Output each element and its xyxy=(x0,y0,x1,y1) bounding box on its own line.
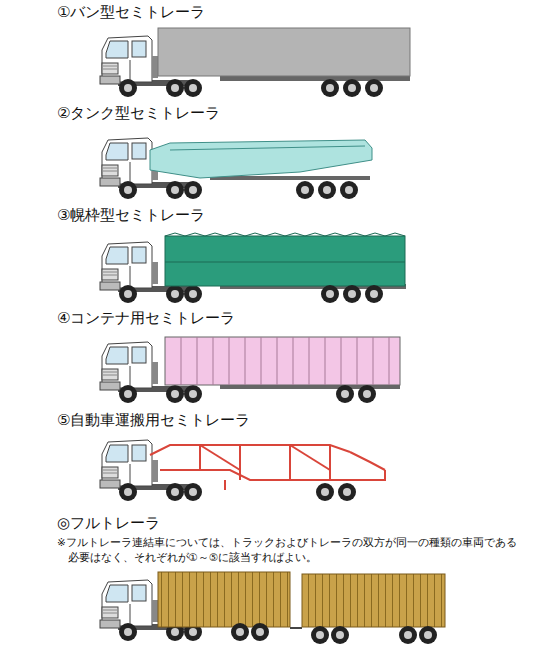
trailer-heading: ③幌枠型セミトレーラ xyxy=(57,206,205,224)
tank-semitrailer xyxy=(100,138,372,199)
trailer-heading: ④コンテナ用セミトレーラ xyxy=(57,309,235,327)
trailer-heading: ◎フルトレーラ xyxy=(57,514,160,532)
full-trailer xyxy=(100,572,445,644)
tarp-semitrailer xyxy=(100,233,406,303)
van-semitrailer xyxy=(100,28,410,97)
trailer-heading: ⑤自動車運搬用セミトレーラ xyxy=(57,411,250,429)
trailer-heading: ②タンク型セミトレーラ xyxy=(57,104,220,122)
footnote: ※フルトレーラ連結車については、トラックおよびトレーラの双方が同一の種類の車両で… xyxy=(57,535,518,565)
container-semitrailer xyxy=(100,337,400,403)
car-carrier-semitrailer xyxy=(100,440,385,501)
trailer-heading: ①バン型セミトレーラ xyxy=(57,3,205,21)
